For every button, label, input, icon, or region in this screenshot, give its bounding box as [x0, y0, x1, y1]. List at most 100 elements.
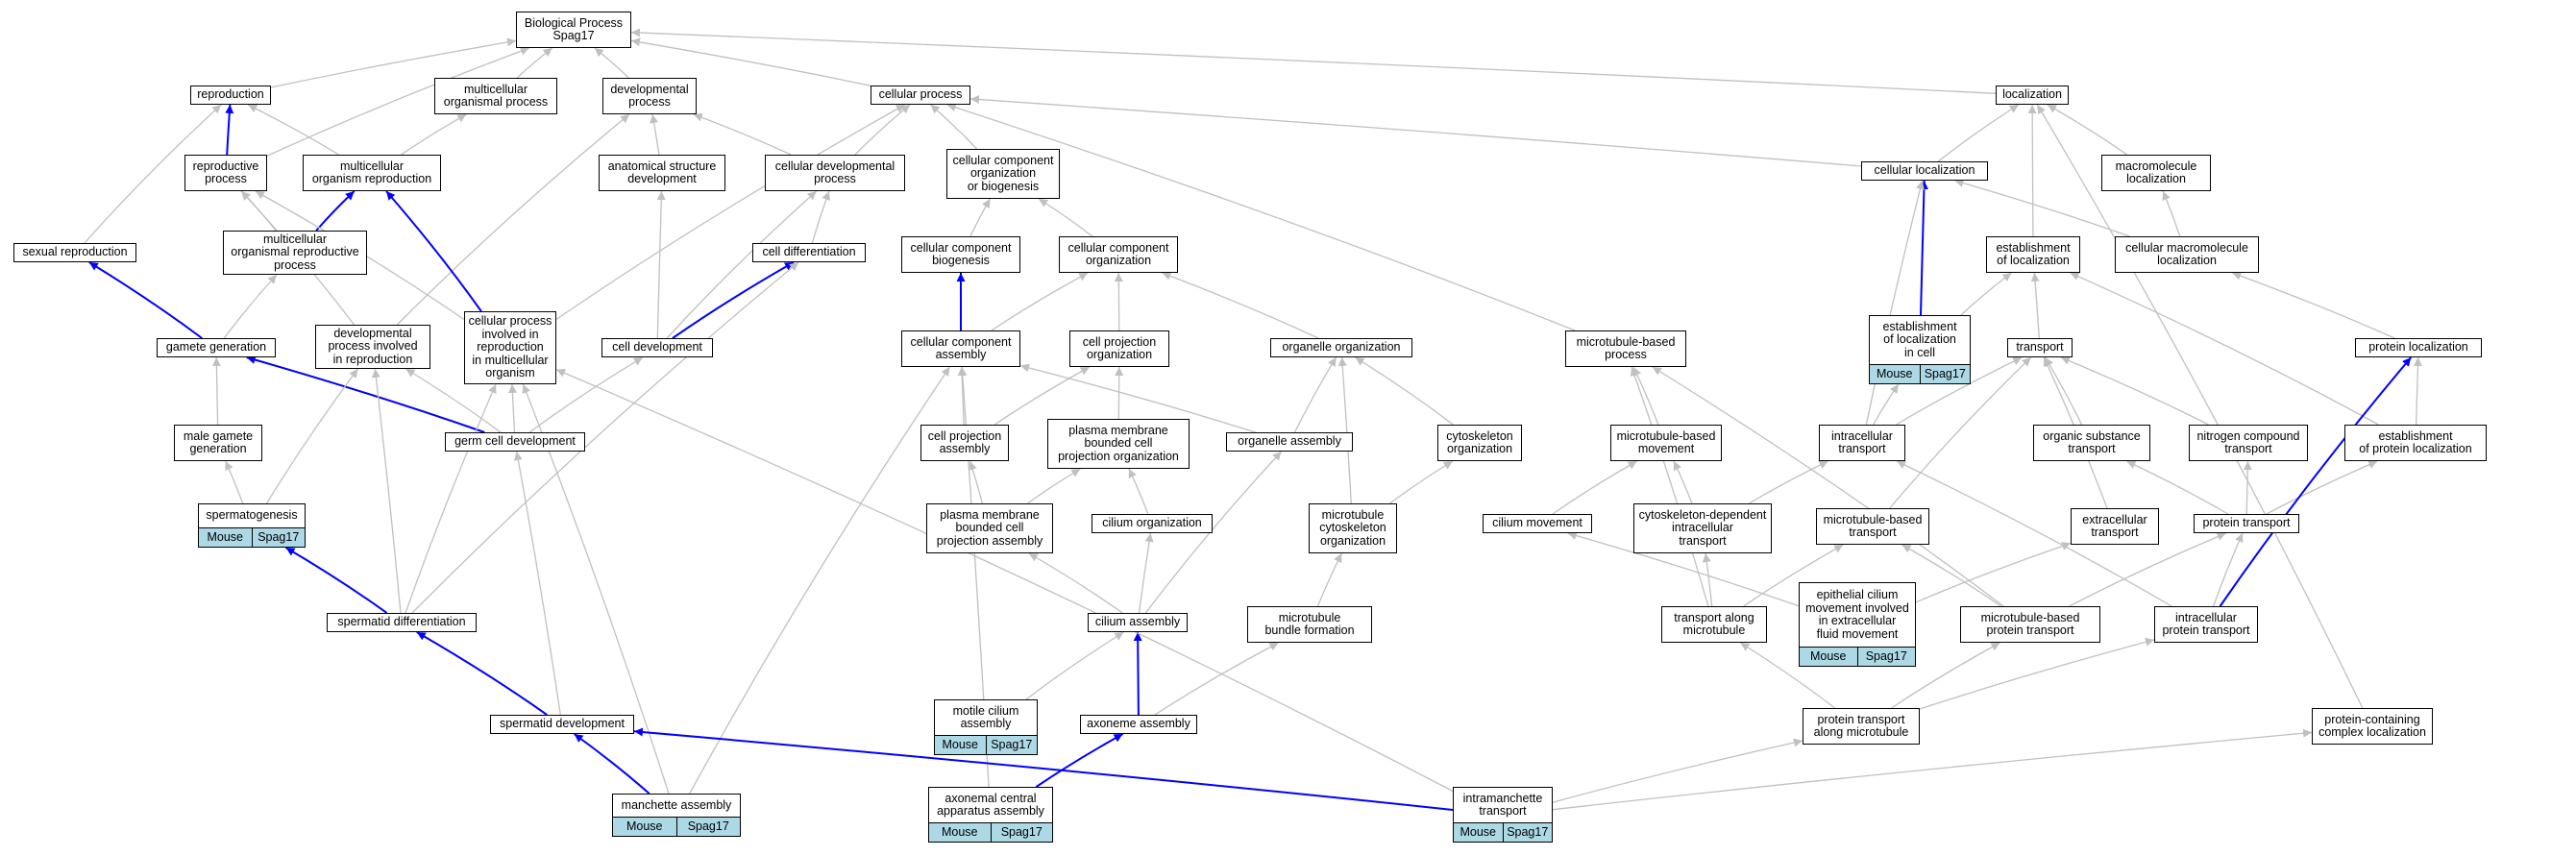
edge-reproproc-to-bp [266, 46, 530, 157]
term-node-mtbased[interactable]: microtubule-based process [1565, 330, 1686, 367]
term-node-asdev[interactable]: anatomical structure development [599, 155, 725, 191]
term-node-protcomplexloc[interactable]: protein-containing complex localization [2312, 708, 2433, 745]
term-label: microtubule cytoskeleton organization [1319, 507, 1386, 548]
term-node-transport[interactable]: transport [2007, 338, 2073, 357]
term-node-extracelltrans[interactable]: extracellular transport [2071, 508, 2159, 545]
edge-germdev-to-devrep [405, 368, 502, 433]
term-node-celldevproc[interactable]: cellular developmental process [765, 155, 905, 191]
term-node-cellproc[interactable]: cellular process [871, 86, 970, 105]
term-node-reproproc[interactable]: reproductive process [184, 155, 267, 191]
term-node-cpinrep[interactable]: cellular process involved in reproductio… [464, 311, 556, 384]
term-node-organassem[interactable]: organelle assembly [1226, 432, 1353, 452]
term-node-epicilium[interactable]: epithelial cilium movement involved in e… [1799, 582, 1916, 667]
term-node-mtbundle[interactable]: microtubule bundle formation [1247, 606, 1372, 643]
term-node-transalongmt[interactable]: transport along microtubule [1661, 606, 1767, 643]
term-node-nitrotrans[interactable]: nitrogen compound transport [2189, 425, 2308, 461]
term-label: establishment of localization [1996, 240, 2071, 267]
term-label: multicellular organismal process [443, 82, 549, 109]
term-node-pmbcpa[interactable]: plasma membrane bounded cell projection … [926, 503, 1053, 553]
term-node-bp[interactable]: Biological Process Spag17 [516, 12, 631, 48]
term-node-ciliumorg[interactable]: cilium organization [1092, 514, 1213, 533]
term-node-cprojorg[interactable]: cell projection organization [1069, 330, 1169, 367]
term-node-mtbtrans[interactable]: microtubule-based transport [1816, 508, 1929, 545]
edge-estlocincell-to-cellloc [1919, 180, 1928, 316]
term-node-devproc[interactable]: developmental process [602, 78, 697, 114]
term-node-prottrans[interactable]: protein transport [2194, 514, 2299, 533]
term-label: extracellular transport [2082, 512, 2147, 539]
edge-ciliummove-to-mtbmove [1552, 460, 1638, 515]
edge-mtbtrans-to-transport [1889, 356, 2032, 509]
edge-cpinrep-to-mcorgrep [385, 190, 482, 312]
term-node-ccorg[interactable]: cellular component organization [1059, 236, 1178, 273]
term-label: reproduction [197, 87, 264, 102]
term-node-intraprottrans[interactable]: intracellular protein transport [2154, 606, 2258, 643]
term-node-ccob[interactable]: cellular component organization or bioge… [946, 149, 1060, 199]
term-node-axonemeassem[interactable]: axoneme assembly [1080, 715, 1197, 734]
term-label: cell development [612, 340, 702, 355]
term-node-devrep[interactable]: developmental process involved in reprod… [315, 325, 430, 369]
term-label: establishment of protein localization [2359, 428, 2472, 455]
edge-prottrans-to-estprotloc [2266, 460, 2378, 515]
edge-cellmacroloc-to-macroloc [2162, 190, 2181, 237]
term-node-mcorgrepproc[interactable]: multicellular organismal reproductive pr… [223, 231, 367, 275]
term-node-reproduction[interactable]: reproduction [190, 86, 271, 105]
term-label: cellular component organization [1067, 240, 1169, 267]
term-node-estprotloc[interactable]: establishment of protein localization [2344, 425, 2487, 461]
term-node-protloc[interactable]: protein localization [2355, 338, 2482, 357]
edge-cprojorg-to-ccorg [1114, 272, 1123, 331]
edge-transalongmt-to-cytodepintra [1702, 552, 1713, 607]
term-node-mcorgrep[interactable]: multicellular organism reproduction [303, 155, 441, 191]
term-node-germdev[interactable]: germ cell development [445, 432, 585, 452]
term-node-cellmacroloc[interactable]: cellular macromolecule localization [2115, 236, 2259, 273]
term-node-sexrep[interactable]: sexual reproduction [13, 243, 136, 262]
term-node-cprojassem[interactable]: cell projection assembly [920, 425, 1009, 461]
term-node-celldev[interactable]: cell development [601, 338, 713, 357]
term-label: gamete generation [165, 340, 267, 355]
edge-ccbio-to-ccob [969, 198, 991, 237]
term-node-macroloc[interactable]: macromolecule localization [2101, 155, 2211, 191]
term-node-prottransmt[interactable]: protein transport along microtubule [1803, 708, 1920, 745]
edge-ccassem-to-ccorg [991, 272, 1089, 331]
term-node-spermdiff[interactable]: spermatid differentiation [327, 613, 477, 632]
term-node-spermdev[interactable]: spermatid development [490, 715, 634, 734]
gene-cell: Spag17 [990, 823, 1052, 842]
edge-estprotloc-to-protloc [2413, 356, 2422, 426]
term-label: cytoskeleton organization [1446, 428, 1513, 455]
edge-transport-to-estloc [2030, 272, 2040, 339]
term-node-ccbio[interactable]: cellular component biogenesis [901, 236, 1020, 273]
term-node-malegam[interactable]: male gamete generation [174, 425, 262, 461]
term-node-estloc[interactable]: establishment of localization [1986, 236, 2080, 273]
edge-localization-to-bp [630, 28, 1997, 94]
edge-celldevproc-to-cellproc [854, 104, 911, 156]
term-node-ciliumassem[interactable]: cilium assembly [1088, 613, 1188, 632]
term-node-mtbprottrans[interactable]: microtubule-based protein transport [1960, 606, 2100, 643]
term-node-localization[interactable]: localization [1996, 86, 2069, 105]
term-node-organorg[interactable]: organelle organization [1270, 338, 1412, 357]
term-node-cytodepintra[interactable]: cytoskeleton-dependent intracellular tra… [1633, 503, 1772, 553]
term-node-cellloc[interactable]: cellular localization [1861, 161, 1988, 181]
term-node-mtcytoorg[interactable]: microtubule cytoskeleton organization [1309, 503, 1397, 553]
term-node-mcop[interactable]: multicellular organismal process [434, 78, 557, 114]
term-node-cytoorg[interactable]: cytoskeleton organization [1437, 425, 1522, 461]
term-label: cilium assembly [1094, 615, 1181, 629]
term-node-ccassem[interactable]: cellular component assembly [901, 330, 1020, 367]
term-node-orgsubtrans[interactable]: organic substance transport [2033, 425, 2150, 461]
edge-cpinrep-to-cellproc [555, 104, 906, 320]
term-node-intracelltrans[interactable]: intracellular transport [1819, 425, 1905, 461]
term-node-gamgen[interactable]: gamete generation [157, 338, 276, 357]
term-label: microtubule-based transport [1823, 512, 1923, 539]
edge-cytodepintra-to-mtbmove [1673, 460, 1693, 504]
term-node-pmbcpo[interactable]: plasma membrane bounded cell projection … [1047, 419, 1190, 469]
term-node-mtbmove[interactable]: microtubule-based movement [1610, 425, 1722, 461]
edge-spermdiff-to-devrep [371, 368, 402, 614]
edge-protloc-to-cellmacroloc [2231, 271, 2395, 339]
term-node-celldiff[interactable]: cell differentiation [752, 243, 866, 262]
edge-organorg-to-ccorg [1162, 271, 1319, 339]
term-node-ciliummove[interactable]: cilium movement [1483, 514, 1592, 533]
